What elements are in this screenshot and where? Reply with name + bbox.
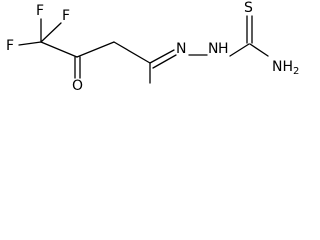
atom-hydrazine-nitrogen: N: [208, 41, 218, 57]
bond-cf3-carbonyl: [40, 41, 78, 58]
bond-skeleton: [18, 15, 269, 84]
chemical-structure: F F F O N N H S NH2: [6, 0, 299, 94]
atom-imine-nitrogen: N: [176, 41, 186, 57]
bond-imine-n-1: [149, 49, 175, 64]
bond-imine-n-2: [152, 54, 177, 69]
bond-carbonyl-ch2: [76, 41, 115, 58]
atom-fluorine-left: F: [6, 38, 14, 54]
atom-hydrazine-hydrogen: H: [218, 41, 229, 57]
bond-cf3-f-left: [18, 41, 42, 46]
atom-amine-group: NH2: [272, 59, 299, 77]
atom-fluorine-right: F: [62, 8, 70, 24]
bond-nh-thiocarbon: [229, 43, 250, 57]
bond-ch2-imine-carbon: [113, 41, 151, 64]
atom-fluorine-top: F: [36, 3, 44, 19]
atom-labels: F F F O N N H S NH2: [6, 0, 299, 94]
atom-oxygen: O: [72, 78, 83, 94]
atom-sulfur: S: [244, 0, 253, 16]
bond-thiocarbon-amine: [249, 43, 269, 57]
bond-cf3-f-right: [40, 22, 62, 43]
